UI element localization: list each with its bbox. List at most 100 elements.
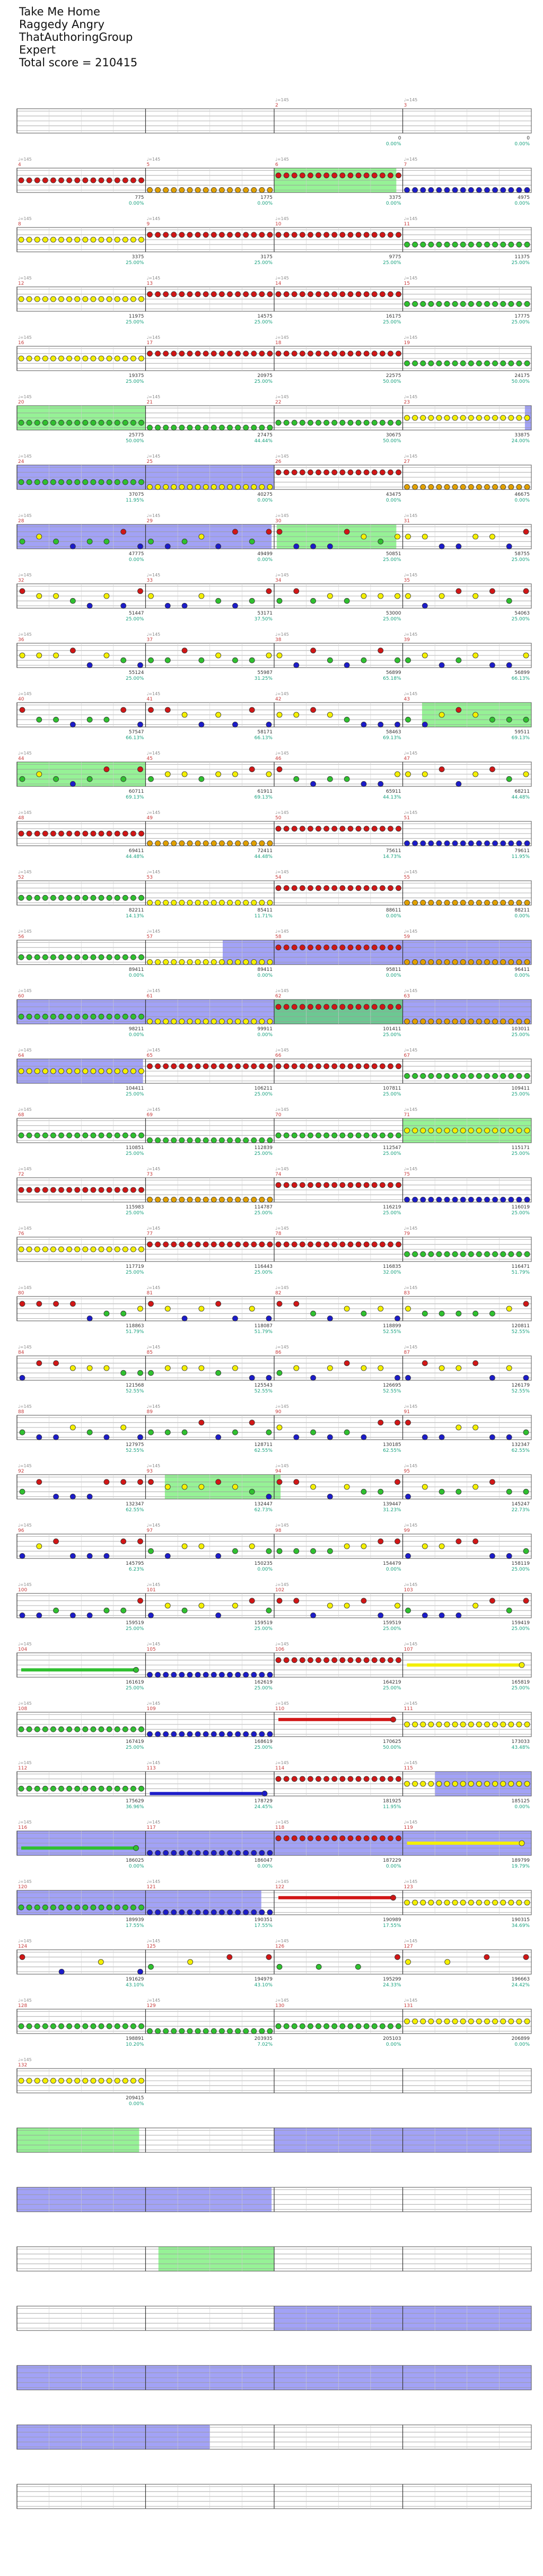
- drum-note: [310, 1612, 316, 1618]
- drum-note: [492, 1073, 498, 1079]
- drum-note: [484, 301, 490, 307]
- drum-note: [114, 1904, 120, 1911]
- drum-note: [34, 1246, 40, 1252]
- measure-number: 19: [404, 340, 410, 346]
- measure-number: 106: [275, 1647, 284, 1652]
- drum-note: [179, 351, 185, 357]
- drum-note: [187, 1241, 193, 1248]
- drum-note: [308, 291, 313, 297]
- drum-note: [299, 291, 305, 297]
- measure-percent: 25.00%: [126, 260, 144, 266]
- measure-score: 51447: [129, 611, 144, 616]
- drum-note: [18, 296, 24, 302]
- drum-note: [163, 900, 169, 906]
- drum-note: [489, 1310, 495, 1317]
- drum-note: [69, 1612, 76, 1618]
- measure-percent: 24.00%: [512, 439, 530, 444]
- drum-note: [468, 900, 474, 906]
- drum-note: [476, 1073, 482, 1079]
- drum-note: [187, 484, 193, 490]
- measure-percent: 0.00%: [257, 1032, 273, 1038]
- drum-note: [371, 351, 378, 357]
- drum-note: [103, 1479, 110, 1485]
- measure-number: 44: [18, 756, 24, 761]
- drum-note: [291, 1657, 297, 1663]
- drum-note: [484, 900, 490, 906]
- drum-note: [211, 1137, 217, 1143]
- drum-note: [187, 1671, 193, 1678]
- drum-note: [439, 1310, 445, 1317]
- measure-score: 132447: [255, 1502, 273, 1507]
- drum-note: [114, 1013, 120, 1020]
- drum-note: [371, 826, 378, 832]
- drum-note: [524, 1721, 530, 1728]
- drum-note: [492, 1019, 498, 1024]
- drum-note: [404, 959, 410, 965]
- measure-number: 45: [147, 756, 153, 761]
- drum-note: [155, 1137, 161, 1143]
- measure-percent: 25.00%: [126, 1626, 144, 1632]
- drum-note: [235, 900, 241, 906]
- measure-score: 33875: [514, 433, 530, 438]
- drum-note: [227, 840, 233, 846]
- drum-note: [218, 1196, 225, 1203]
- drum-note: [489, 766, 495, 773]
- drum-note: [215, 1479, 222, 1485]
- measure-percent: 66.13%: [512, 676, 530, 681]
- drum-note: [492, 1127, 498, 1134]
- drum-note: [476, 1721, 482, 1728]
- measure-score: 75611: [386, 848, 401, 854]
- drum-note: [310, 1548, 316, 1554]
- drum-note: [439, 662, 445, 668]
- drum-note: [211, 840, 217, 846]
- drum-note: [456, 1365, 462, 1371]
- measure-percent: 0.00%: [257, 557, 273, 563]
- drum-note: [412, 1127, 418, 1134]
- drum-note: [327, 657, 333, 663]
- measure-percent: 25.00%: [383, 320, 401, 325]
- drum-note: [34, 1013, 40, 1020]
- drum-note: [58, 1785, 64, 1792]
- drum-note: [138, 1246, 144, 1252]
- drum-note: [344, 1484, 350, 1490]
- measure-number: 53: [147, 875, 153, 880]
- drum-note: [251, 291, 257, 297]
- measure-score: 49499: [257, 551, 273, 557]
- drum-note: [456, 1424, 462, 1431]
- drum-note: [355, 1835, 362, 1842]
- drum-note: [130, 830, 136, 837]
- drum-note: [138, 1013, 144, 1020]
- drum-note: [218, 232, 225, 238]
- tempo-marker: ♩=145: [18, 1523, 32, 1528]
- measure-score: 175629: [126, 1799, 144, 1804]
- drum-note: [19, 588, 25, 594]
- drum-note: [243, 425, 249, 431]
- tempo-marker: ♩=145: [18, 691, 32, 696]
- drum-note: [339, 172, 346, 179]
- measure-score: 61911: [257, 789, 273, 794]
- drum-note: [275, 1835, 282, 1842]
- drum-note: [66, 2078, 73, 2084]
- measure-percent: 25.00%: [383, 260, 401, 266]
- drum-note: [422, 1543, 428, 1549]
- drum-note: [86, 538, 93, 545]
- drum-note: [420, 1019, 426, 1024]
- measure-number: 96: [18, 1528, 24, 1534]
- drum-note: [259, 187, 265, 193]
- drum-note: [404, 1781, 410, 1787]
- drum-note: [266, 1429, 272, 1435]
- tempo-marker: ♩=145: [18, 1107, 32, 1112]
- drum-note: [122, 1013, 128, 1020]
- drum-note: [371, 1182, 378, 1188]
- measure-number: 36: [18, 637, 24, 643]
- drum-note: [53, 716, 59, 723]
- drum-note: [276, 529, 283, 535]
- drum-note: [516, 484, 522, 490]
- drum-note: [266, 1607, 272, 1614]
- drum-note: [69, 647, 76, 654]
- drum-note: [227, 1909, 233, 1915]
- drum-note: [388, 1657, 393, 1663]
- tempo-marker: ♩=145: [275, 395, 289, 399]
- measure-number: 24: [18, 459, 24, 465]
- drum-note: [444, 900, 450, 906]
